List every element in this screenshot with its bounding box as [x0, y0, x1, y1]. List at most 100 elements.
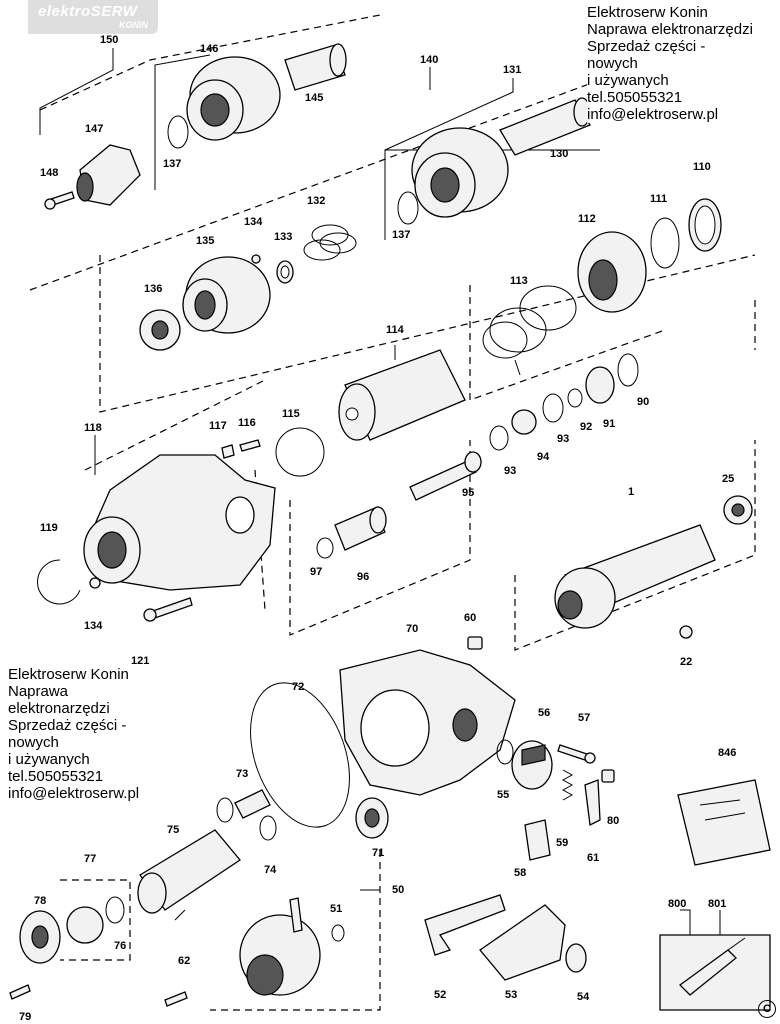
part-137a-ring [167, 115, 189, 149]
label-53: 53 [505, 989, 517, 1001]
part-70-gearbox [339, 649, 516, 796]
label-145: 145 [305, 92, 323, 104]
part-130-sleeve [499, 97, 591, 156]
label-117: 117 [209, 420, 227, 432]
label-51: 51 [330, 903, 342, 915]
label-57: 57 [578, 712, 590, 724]
part-90-to-94-rings [489, 353, 639, 451]
part-1-armature [554, 524, 716, 629]
part-115-oring [275, 427, 325, 477]
contact-info-bottom: Elektroserw Konin Naprawa elektronarzędz… [8, 666, 140, 802]
part-112-gear [577, 231, 647, 313]
part-54-cap [565, 943, 587, 973]
label-80: 80 [607, 815, 619, 827]
label-90: 90 [637, 396, 649, 408]
info-top-line: Sprzedaż części - [587, 38, 706, 55]
part-25-bearing [723, 495, 753, 525]
label-55: 55 [497, 789, 509, 801]
part-62-screw [164, 991, 188, 1007]
info-bottom-line: Naprawa [8, 683, 69, 700]
info-bottom-line: Sprzedaż części - [8, 717, 127, 734]
label-114: 114 [386, 324, 405, 336]
label-800: 800 [668, 898, 686, 910]
label-52: 52 [434, 989, 446, 1001]
part-80-block [601, 769, 615, 783]
part-50-crankshaft [239, 897, 321, 996]
label-50: 50 [392, 884, 404, 896]
part-52-plate [424, 894, 506, 956]
label-846: 846 [718, 747, 736, 759]
label-93b: 93 [504, 465, 516, 477]
label-148: 148 [40, 167, 58, 179]
label-76: 76 [114, 940, 126, 952]
part-74-rings [216, 797, 277, 841]
part-71-bearing [355, 797, 389, 839]
part-111-ring [650, 217, 680, 269]
watermark-logo: elektroSERW KONIN [28, 0, 158, 34]
label-1: 1 [628, 486, 634, 498]
watermark-logo-sub: KONIN [119, 20, 148, 30]
info-top-line: info@elektroserw.pl [587, 106, 719, 123]
part-labels: 150 146 145 147 148 137 140 131 130 137 … [19, 34, 736, 1023]
info-bottom-line: Elektroserw Konin [8, 666, 129, 683]
watermark-logo-text: elektroSERW [38, 3, 138, 20]
part-72-oring [250, 682, 350, 828]
label-121: 121 [131, 655, 149, 667]
label-150: 150 [100, 34, 118, 46]
part-96-97-striker [316, 506, 387, 559]
label-135: 135 [196, 235, 214, 247]
label-112: 112 [578, 213, 596, 225]
info-bottom-line: i używanych [8, 751, 90, 768]
part-113-rings [482, 285, 577, 359]
part-56-knob [511, 740, 553, 790]
label-72: 72 [292, 681, 304, 693]
label-131: 131 [503, 64, 521, 76]
label-110: 110 [693, 161, 711, 173]
part-846-grease-bag [677, 779, 771, 866]
part-57-screw [557, 744, 596, 764]
label-96: 96 [357, 571, 369, 583]
label-25: 25 [722, 473, 734, 485]
label-97: 97 [310, 566, 322, 578]
part-134b-ball [89, 577, 101, 589]
label-54: 54 [577, 991, 590, 1003]
part-53-switch-assembly [479, 904, 566, 981]
label-134b: 134 [84, 620, 103, 632]
label-58: 58 [514, 867, 526, 879]
label-137b: 137 [392, 229, 410, 241]
part-148-screw [44, 191, 75, 210]
part-121-bolt [143, 597, 193, 622]
label-136: 136 [144, 283, 162, 295]
part-136-bearing [139, 309, 181, 351]
label-22: 22 [680, 656, 692, 668]
label-74: 74 [264, 864, 277, 876]
info-top-line: i używanych [587, 72, 669, 89]
info-top-line: nowych [587, 55, 638, 72]
label-95: 95 [462, 487, 474, 499]
label-137a: 137 [163, 158, 181, 170]
part-73-pin [234, 789, 271, 819]
label-140: 140 [420, 54, 438, 66]
part-146-gear-ring [186, 56, 281, 141]
part-75-tube [137, 829, 241, 914]
label-73: 73 [236, 768, 248, 780]
info-top-line: Naprawa elektronarzędzi [587, 21, 753, 38]
info-bottom-line: nowych [8, 734, 59, 751]
label-92: 92 [580, 421, 592, 433]
label-801: 801 [708, 898, 726, 910]
label-77: 77 [84, 853, 96, 865]
part-137b-ring [397, 191, 419, 225]
label-116: 116 [238, 417, 256, 429]
part-145-pin [284, 43, 347, 91]
part-61-lever [584, 779, 601, 826]
label-71: 71 [372, 847, 384, 859]
part-800-801-grease-gun [659, 934, 771, 1011]
part-95-piston [409, 451, 482, 501]
info-top-line: tel.505055321 [587, 89, 683, 106]
copyright-mark: C [758, 1000, 776, 1018]
label-62: 62 [178, 955, 190, 967]
info-top-line: Elektroserw Konin [587, 4, 708, 21]
part-79-screw [9, 984, 31, 1000]
label-115: 115 [282, 408, 300, 420]
